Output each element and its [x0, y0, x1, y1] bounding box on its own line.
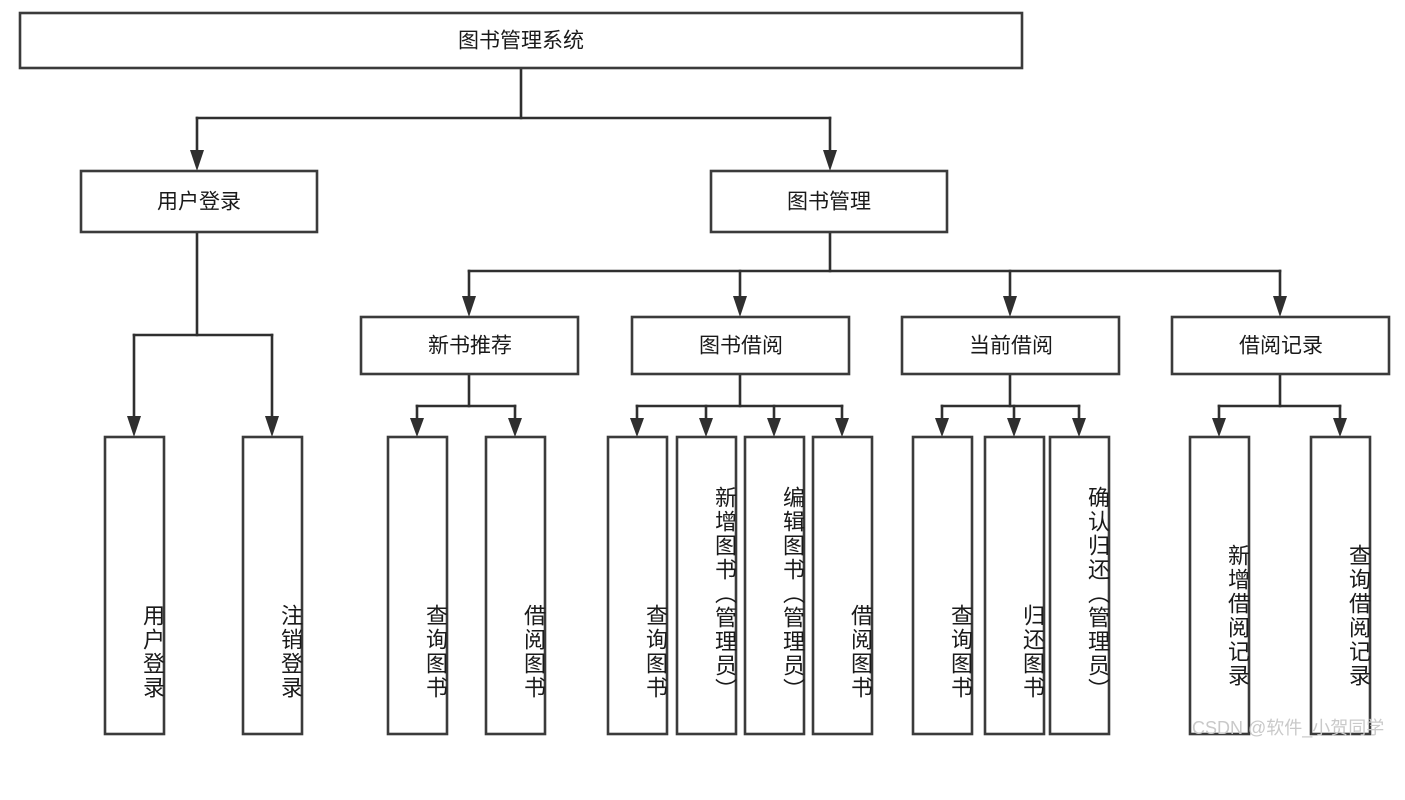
leaf-label-query-book-borrow: 查询图书 [643, 603, 668, 700]
arrowhead-newbook-child-2 [508, 418, 522, 437]
leaf-label-borrow-book-newbook: 借阅图书 [521, 603, 546, 700]
node-new-book-recommend[interactable]: 新书推荐 [359, 315, 580, 376]
arrowhead-bookborrow-child-1 [630, 418, 644, 437]
leaf-box-edit-book-admin[interactable] [743, 435, 806, 736]
node-root-box[interactable] [18, 11, 1024, 70]
arrowhead-borrowrecord-child-2 [1333, 418, 1347, 437]
node-book-borrow-box[interactable] [630, 315, 851, 376]
node-book-manage-label: 图书管理 [787, 191, 871, 214]
node-new-book-recommend-label: 新书推荐 [428, 335, 512, 358]
leaf-label-add-book-admin: 新增图书（管理员） [712, 485, 737, 702]
node-root[interactable]: 图书管理系统 [18, 11, 1024, 70]
node-current-borrow[interactable]: 当前借阅 [900, 315, 1121, 376]
leaf-box-query-book-current[interactable] [911, 435, 974, 736]
arrowhead-bookborrow-child-2 [699, 418, 713, 437]
arrowhead-bookborrow-child-3 [767, 418, 781, 437]
leaf-box-borrow-book[interactable] [811, 435, 874, 736]
node-book-borrow[interactable]: 图书借阅 [630, 315, 851, 376]
arrowhead-currentborrow-child-1 [935, 418, 949, 437]
arrowhead-to-current-borrow [1003, 296, 1017, 317]
leaf-box-logout[interactable] [241, 435, 304, 736]
node-user-login[interactable]: 用户登录 [79, 169, 319, 234]
leaf-box-group [103, 435, 1372, 736]
leaf-label-logout: 注销登录 [278, 603, 303, 700]
leaf-label-edit-book-admin: 编辑图书（管理员） [780, 485, 805, 702]
leaf-label-query-book-newbook: 查询图书 [423, 603, 448, 700]
flowchart-diagram: 图书管理系统 用户登录 图书管理 新书推荐 图书借阅 当前借阅 借阅记录 [18, 11, 1391, 738]
arrowhead-to-book-manage [823, 150, 837, 171]
leaf-box-query-book-borrow[interactable] [606, 435, 669, 736]
arrowhead-to-borrow-record [1273, 296, 1287, 317]
leaf-box-borrow-book-newbook[interactable] [484, 435, 547, 736]
node-borrow-record-label: 借阅记录 [1239, 335, 1323, 358]
leaf-label-query-book-current: 查询图书 [948, 603, 973, 700]
leaf-box-add-book-admin[interactable] [675, 435, 738, 736]
node-root-label: 图书管理系统 [458, 30, 584, 53]
arrowhead-to-book-borrow [733, 296, 747, 317]
watermark-text: CSDN @软件_小贺同学 [1192, 718, 1385, 738]
leaf-box-query-book-newbook[interactable] [386, 435, 449, 736]
leaf-label-confirm-return-admin: 确认归还（管理员） [1085, 485, 1110, 702]
leaf-box-user-login[interactable] [103, 435, 166, 736]
leaf-label-user-login: 用户登录 [140, 603, 165, 700]
node-book-manage[interactable]: 图书管理 [709, 169, 949, 234]
node-borrow-record[interactable]: 借阅记录 [1170, 315, 1391, 376]
arrowhead-bookborrow-child-4 [835, 418, 849, 437]
arrowhead-currentborrow-child-3 [1072, 418, 1086, 437]
node-book-borrow-label: 图书借阅 [699, 335, 783, 358]
arrowhead-borrowrecord-child-1 [1212, 418, 1226, 437]
node-user-login-label: 用户登录 [157, 191, 241, 214]
node-book-manage-box[interactable] [709, 169, 949, 234]
connector-group [127, 66, 1347, 437]
node-new-book-recommend-box[interactable] [359, 315, 580, 376]
node-borrow-record-box[interactable] [1170, 315, 1391, 376]
leaf-box-return-book[interactable] [983, 435, 1046, 736]
arrowhead-currentborrow-child-2 [1007, 418, 1021, 437]
leaf-box-confirm-return-admin[interactable] [1048, 435, 1111, 736]
node-current-borrow-label: 当前借阅 [969, 335, 1053, 358]
arrowhead-leaf-logout [265, 416, 279, 437]
leaf-label-borrow-book: 借阅图书 [848, 603, 873, 700]
arrowhead-to-new-book [462, 296, 476, 317]
leaf-label-add-borrow-record: 新增借阅记录 [1225, 543, 1250, 688]
leaf-box-add-borrow-record[interactable] [1188, 435, 1251, 736]
arrowhead-to-user-login [190, 150, 204, 171]
leaf-label-return-book: 归还图书 [1020, 603, 1045, 700]
node-user-login-box[interactable] [79, 169, 319, 234]
diagram-canvas: 图书管理系统 用户登录 图书管理 新书推荐 图书借阅 当前借阅 借阅记录 [18, 11, 1391, 736]
arrowhead-leaf-user-login [127, 416, 141, 437]
node-current-borrow-box[interactable] [900, 315, 1121, 376]
leaf-label-query-borrow-record: 查询借阅记录 [1346, 543, 1371, 688]
arrowhead-newbook-child-1 [410, 418, 424, 437]
leaf-box-query-borrow-record[interactable] [1309, 435, 1372, 736]
